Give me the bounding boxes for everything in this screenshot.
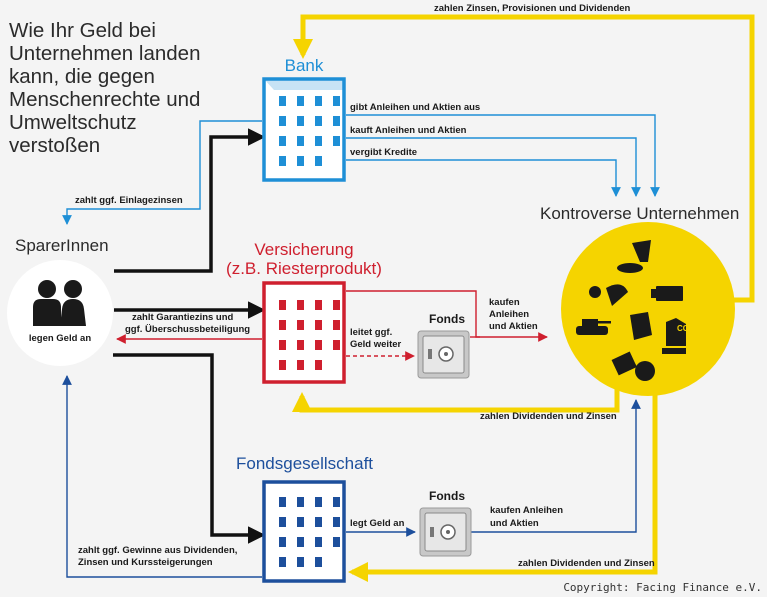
sparer-circle — [7, 260, 113, 366]
fund-company-building-icon — [262, 480, 346, 583]
edge-label-leitet-1: leitet ggf. — [350, 327, 393, 338]
sparer-inner-label: legen Geld an — [28, 333, 92, 344]
fonds-label-1: Fonds — [429, 312, 465, 326]
edge-top-return — [293, 14, 755, 303]
edge-einlagezinsen — [62, 120, 262, 225]
edge-label-leitet-2: Geld weiter — [350, 339, 402, 350]
bank-label: Bank — [284, 56, 324, 75]
edge-label-kaufen-2a: kaufen Anleihen — [490, 505, 564, 516]
edge-label-dividenden-2: zahlen Dividenden und Zinsen — [518, 558, 655, 569]
copyright: Copyright: Facing Finance e.V. — [563, 581, 762, 594]
edge-label-kaufen-1b: Anleihen — [489, 309, 530, 320]
edge-versicherung-kaufen — [346, 290, 548, 342]
violation-icons — [576, 240, 686, 381]
unternehmen-label: Kontroverse Unternehmen — [540, 204, 740, 223]
versicherung-label: Versicherung — [254, 240, 354, 259]
insurance-building-icon — [262, 281, 346, 384]
unternehmen-circle: CO₂ — [561, 222, 735, 396]
edge-bank-kredite — [346, 159, 621, 197]
edge-label-bank-kauft: kauft Anleihen und Aktien — [350, 125, 467, 136]
bank-building-icon — [262, 77, 346, 182]
edge-bank-gibt — [346, 114, 660, 197]
edge-label-garantie-1: zahlt Garantiezins und — [132, 312, 234, 323]
edge-dividenden-versicherung — [292, 385, 620, 413]
edge-label-top-return: zahlen Zinsen, Provisionen und Dividende… — [434, 3, 631, 14]
safe-icon — [417, 330, 470, 379]
edge-bank-kauft — [346, 137, 641, 197]
edge-label-gewinne-1: zahlt ggf. Gewinne aus Dividenden, — [78, 545, 238, 556]
edge-label-garantie-2: ggf. Überschussbeteiligung — [125, 324, 251, 335]
page-title: Wie Ihr Geld bei Unternehmen landen kann… — [9, 19, 201, 157]
edge-gewinne — [62, 375, 262, 578]
edge-label-dividenden-1: zahlen Dividenden und Zinsen — [480, 411, 617, 422]
edge-label-bank-gibt: gibt Anleihen und Aktien aus — [350, 102, 481, 113]
fonds-label-2: Fonds — [429, 489, 465, 503]
edge-label-kaufen-1a: kaufen — [489, 297, 520, 308]
people-icon — [33, 280, 86, 326]
co2-label: CO₂ — [677, 324, 693, 333]
edge-fonds2-unternehmen — [471, 399, 641, 533]
edge-label-kaufen-2b: und Aktien — [490, 518, 539, 529]
edge-sparer-bank — [114, 128, 266, 273]
fondsgesellschaft-label: Fondsgesellschaft — [236, 454, 374, 473]
sparer-label: SparerInnen — [15, 236, 109, 255]
edge-sparer-fondsgesellschaft — [113, 353, 266, 544]
edge-label-kaufen-1c: und Aktien — [489, 321, 538, 332]
versicherung-sub-label: (z.B. Riesterprodukt) — [226, 259, 382, 278]
edge-label-bank-kredite: vergibt Kredite — [350, 147, 418, 158]
edge-label-legt: legt Geld an — [350, 518, 405, 529]
edge-label-gewinne-2: Zinsen und Kurssteigerungen — [78, 557, 213, 568]
safe-icon — [419, 507, 472, 557]
edge-dividenden-fondsgesellschaft — [348, 388, 658, 582]
edge-label-einlage: zahlt ggf. Einlagezinsen — [75, 195, 183, 206]
